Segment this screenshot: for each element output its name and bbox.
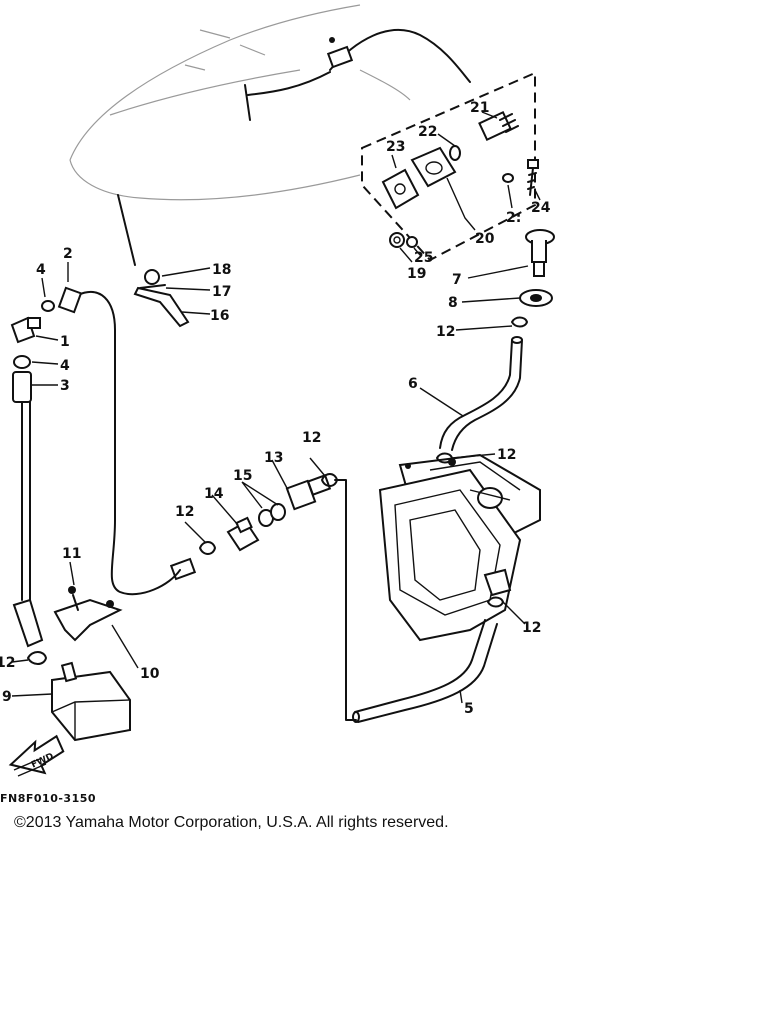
callout-17: 17 <box>212 284 231 300</box>
nut-19 <box>389 232 405 248</box>
nut-18 <box>144 269 160 285</box>
gasket-23 <box>381 168 420 210</box>
callout-2-washer: 2: <box>506 210 521 226</box>
callout-18: 18 <box>212 262 231 278</box>
drawing-code: FN8F010-3150 <box>0 792 97 805</box>
vent-tube-top <box>244 29 471 121</box>
sensor-line <box>77 290 181 596</box>
callout-25: 25 <box>414 250 433 266</box>
inline-fitting-13 <box>285 474 332 511</box>
callout-16: 16 <box>210 308 229 324</box>
callout-15: 15 <box>233 468 252 484</box>
callout-21: 21 <box>470 100 489 116</box>
drain-line-left <box>21 401 31 601</box>
filter-box-9 <box>51 661 131 742</box>
callout-7: 7 <box>452 272 462 288</box>
bracket-10 <box>53 598 123 642</box>
pump-housing <box>378 453 541 642</box>
callout-22: 22 <box>418 124 437 140</box>
washer-4b <box>13 355 31 369</box>
washer-26 <box>502 173 514 183</box>
hose-6 <box>439 339 513 449</box>
clamp-12-top <box>511 316 528 328</box>
tube-clip-top <box>329 37 335 43</box>
fwd-arrow-icon: FWD <box>8 734 65 777</box>
subassembly-outline <box>361 71 536 262</box>
clamp-12-inline-right <box>321 473 338 487</box>
callout-24: 24 <box>531 200 551 216</box>
washer-25 <box>406 236 418 248</box>
clamp-12-left <box>27 651 47 665</box>
callout-11: 11 <box>62 546 81 562</box>
callout-14: 14 <box>204 486 224 502</box>
callout-12-pump: 12 <box>497 447 516 463</box>
washers-15 <box>258 503 286 527</box>
callout-12-pump-lower: 12 <box>522 620 541 636</box>
callout-4-lower: 4 <box>60 358 70 374</box>
bracket-16 <box>133 286 190 328</box>
callout-19: 19 <box>407 266 426 282</box>
short-hose-left <box>12 598 44 648</box>
return-line <box>334 479 357 721</box>
callout-10: 10 <box>140 666 160 682</box>
washer-4a <box>41 300 55 312</box>
callout-4-upper: 4 <box>36 262 46 278</box>
screw-11 <box>68 586 79 611</box>
o-ring-22 <box>449 145 461 161</box>
housing-20 <box>410 146 457 188</box>
callout-13: 13 <box>264 450 283 466</box>
sleeve-2 <box>57 286 83 314</box>
copyright-notice: ©2013 Yamaha Motor Corporation, U.S.A. A… <box>14 814 449 831</box>
fitting-7 <box>525 229 555 277</box>
callout-2: 2 <box>63 246 73 262</box>
leader-lines <box>11 111 541 704</box>
washer-17 <box>139 284 166 289</box>
tube-joint-top <box>326 45 354 69</box>
callout-5: 5 <box>464 701 474 717</box>
hose-3 <box>12 371 32 403</box>
callout-23: 23 <box>386 139 405 155</box>
callout-3: 3 <box>60 378 70 394</box>
callout-1: 1 <box>60 334 70 350</box>
callout-9: 9 <box>2 689 12 705</box>
fitting-21 <box>478 111 519 141</box>
callout-8: 8 <box>448 295 458 311</box>
bolt-24 <box>527 159 539 196</box>
callout-12-left: 12 <box>0 655 15 671</box>
elbow-1 <box>10 316 41 344</box>
callout-12-top: 12 <box>436 324 455 340</box>
callout-12-inline-right: 12 <box>302 430 321 446</box>
support-rod <box>117 194 136 266</box>
callout-12-inline-left: 12 <box>175 504 194 520</box>
callout-20: 20 <box>475 231 495 247</box>
hose-5 <box>354 619 486 713</box>
check-valve-14 <box>226 516 260 552</box>
callout-numbers: 1 2 3 4 4 5 6 7 8 9 10 11 12 12 12 12 12… <box>0 100 551 717</box>
clamp-12-inline-left <box>199 541 216 555</box>
callout-6: 6 <box>408 376 418 392</box>
hull-background <box>69 4 411 201</box>
